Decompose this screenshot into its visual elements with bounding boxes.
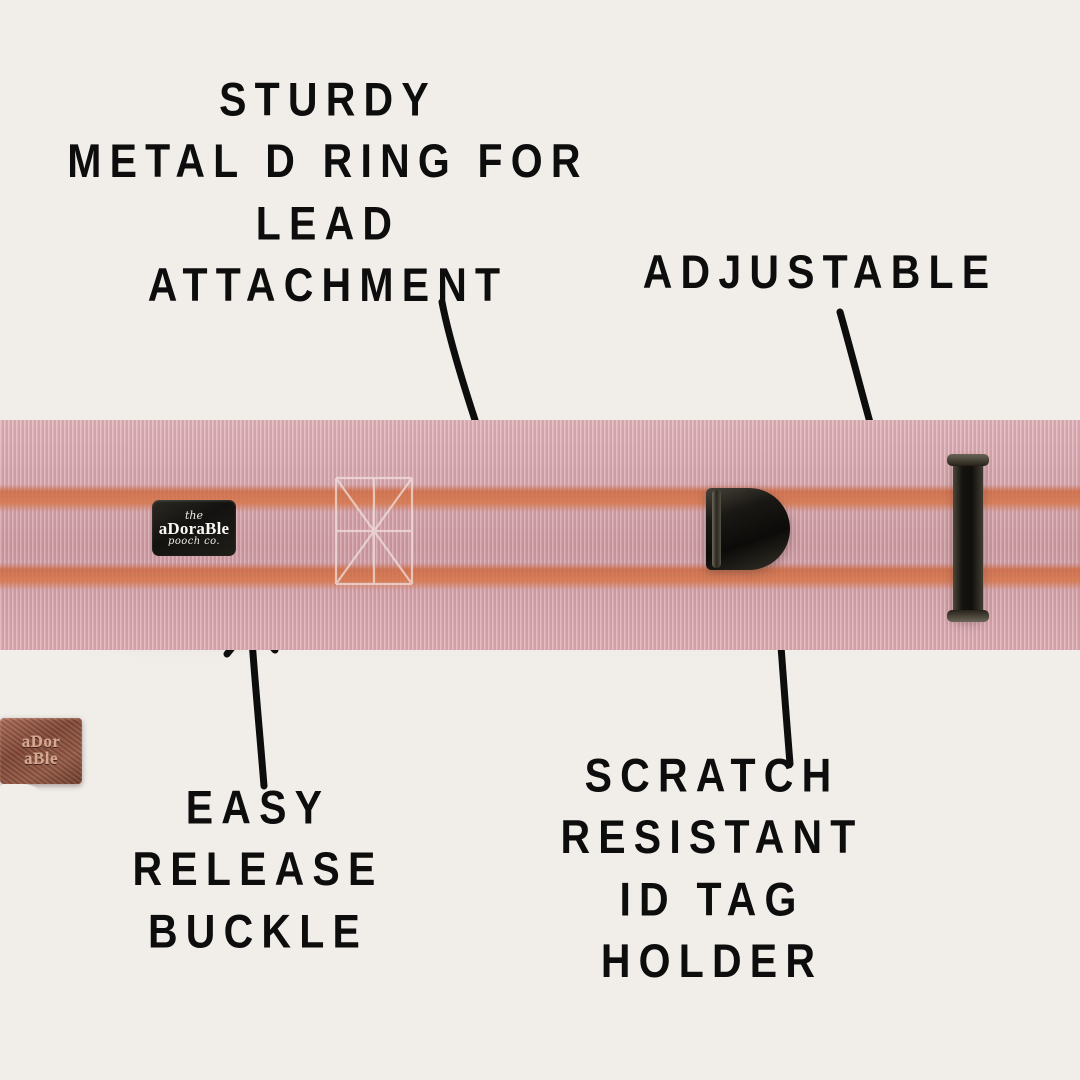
callout-easy-release-buckle: EASY RELEASE BUCKLE: [132, 780, 384, 958]
callout-scratch-resistant-id-tag-holder: SCRATCH RESISTANT ID TAG HOLDER: [560, 748, 864, 988]
buckle-logo-line-the: the: [184, 508, 203, 522]
id-tag-holder-opening: [0, 784, 48, 834]
buckle-brand-logo: the aDoraBle pooch co.: [152, 500, 236, 556]
dog-collar-product: aDor aBle: [0, 420, 1080, 834]
d-ring-opening: [0, 420, 1080, 718]
id-tag-holder-bar: [712, 490, 721, 568]
callout-sturdy-metal-d-ring: STURDY METAL D RING FOR LEAD ATTACHMENT: [67, 72, 589, 312]
slider-cap-bottom: [947, 610, 989, 622]
id-tag-plate-line-2: aBle: [23, 749, 59, 768]
buckle-logo-line-pooch-co: pooch co.: [168, 535, 220, 547]
id-tag-plate-line-1: aDor: [21, 732, 61, 752]
d-ring-webbing: [0, 420, 1080, 650]
slider-cap-top: [947, 454, 989, 466]
buckle-logo-brand-name: aDoraBle: [158, 518, 230, 538]
callout-adjustable: ADJUSTABLE: [642, 245, 998, 299]
adjustment-slider[interactable]: [953, 456, 983, 620]
id-tag-holder-plate: aDor aBle: [0, 718, 82, 784]
d-ring-x-stitching: [334, 476, 414, 586]
